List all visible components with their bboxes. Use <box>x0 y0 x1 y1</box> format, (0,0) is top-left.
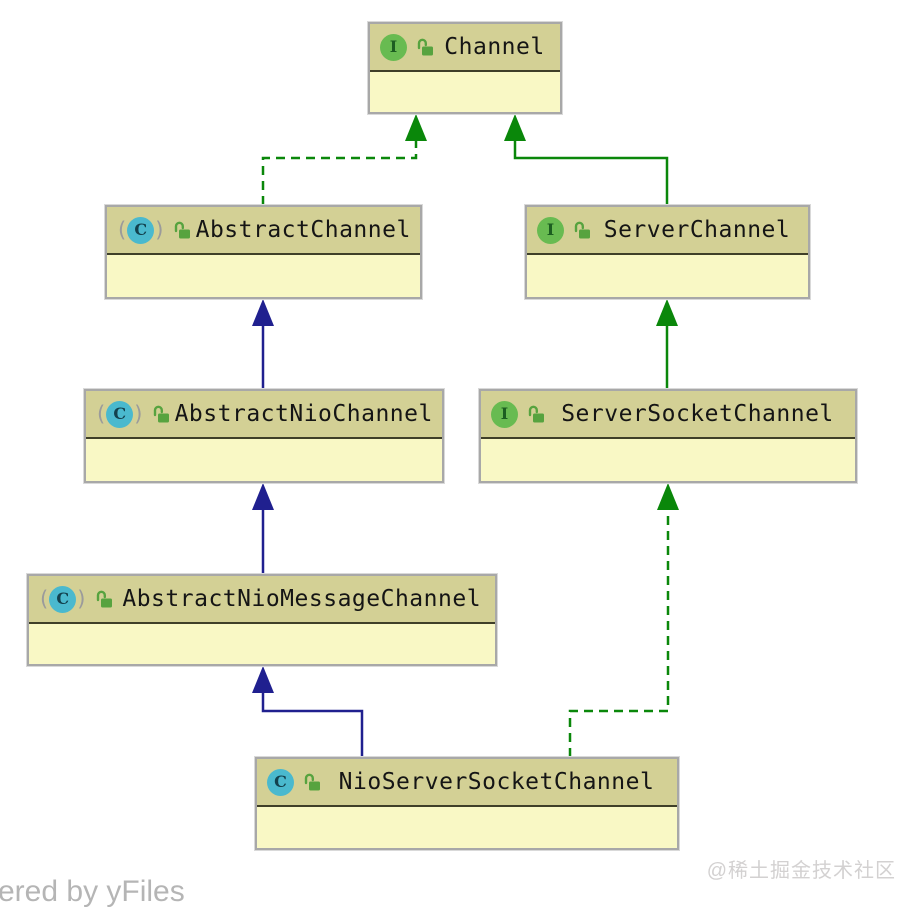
powered-by-yfiles-watermark: ered by yFiles <box>0 875 185 908</box>
node-channel-header: I Channel <box>370 24 560 72</box>
interface-icon: I <box>537 216 564 244</box>
class-badge-letter: C <box>127 216 155 244</box>
node-server-socket-channel-header: I ServerSocketChannel <box>481 391 855 439</box>
node-label: Channel <box>444 34 545 60</box>
abstract-class-icon: (C) <box>118 216 164 244</box>
interface-icon: I <box>491 400 518 428</box>
node-server-socket-channel-body <box>481 439 855 481</box>
node-server-channel-header: I ServerChannel <box>527 207 808 255</box>
node-label: AbstractNioChannel <box>174 401 433 427</box>
node-abstract-nio-message-channel-header: (C) AbstractNioMessageChannel <box>29 576 495 624</box>
open-lock-icon <box>151 404 171 424</box>
edge-nioserversocketchannel-extends-abstractniomessagechannel <box>252 666 364 757</box>
class-badge-letter: C <box>106 400 134 428</box>
open-lock-icon <box>415 37 435 57</box>
interface-badge-letter: I <box>537 216 564 244</box>
node-server-channel-body <box>527 255 808 297</box>
node-server-channel[interactable]: I ServerChannel <box>525 205 810 299</box>
edge-abstractniomessagechannel-extends-abstractniochannel <box>252 483 274 574</box>
interface-icon: I <box>380 33 407 61</box>
node-server-socket-channel[interactable]: I ServerSocketChannel <box>479 389 857 483</box>
class-badge-letter: C <box>267 768 294 796</box>
node-abstract-channel-header: (C) AbstractChannel <box>107 207 420 255</box>
edge-serverchannel-extends-channel <box>504 114 669 205</box>
node-nio-server-socket-channel-header: C NioServerSocketChannel <box>257 759 677 807</box>
open-lock-icon <box>302 772 322 792</box>
edge-abstractchannel-implements-channel <box>261 114 427 205</box>
node-label: AbstractNioMessageChannel <box>122 586 482 612</box>
node-abstract-channel-body <box>107 255 420 297</box>
node-channel[interactable]: I Channel <box>368 22 562 114</box>
node-nio-server-socket-channel-body <box>257 807 677 848</box>
open-lock-icon <box>94 589 114 609</box>
edge-serversocketchannel-extends-serverchannel <box>656 299 678 389</box>
node-label: ServerChannel <box>603 217 791 243</box>
open-lock-icon <box>572 220 592 240</box>
class-icon: C <box>267 768 294 796</box>
node-abstract-channel[interactable]: (C) AbstractChannel <box>105 205 422 299</box>
node-abstract-nio-channel-body <box>86 439 442 481</box>
abstract-class-icon: (C) <box>40 585 86 613</box>
interface-badge-letter: I <box>491 400 518 428</box>
node-abstract-nio-channel[interactable]: (C) AbstractNioChannel <box>84 389 444 483</box>
node-label: ServerSocketChannel <box>561 401 834 427</box>
edge-abstractniochannel-extends-abstractchannel <box>252 299 274 389</box>
node-label: AbstractChannel <box>195 217 411 243</box>
node-abstract-nio-channel-header: (C) AbstractNioChannel <box>86 391 442 439</box>
node-abstract-nio-message-channel[interactable]: (C) AbstractNioMessageChannel <box>27 574 497 666</box>
node-label: NioServerSocketChannel <box>338 769 655 795</box>
abstract-class-icon: (C) <box>97 400 143 428</box>
node-channel-body <box>370 72 560 112</box>
community-watermark: @稀土掘金技术社区 <box>706 860 896 882</box>
node-nio-server-socket-channel[interactable]: C NioServerSocketChannel <box>255 757 679 850</box>
open-lock-icon <box>172 220 192 240</box>
node-abstract-nio-message-channel-body <box>29 624 495 664</box>
interface-badge-letter: I <box>380 33 407 61</box>
open-lock-icon <box>526 404 546 424</box>
edge-nioserversocketchannel-implements-serversocketchannel <box>568 483 679 757</box>
class-badge-letter: C <box>49 585 77 613</box>
